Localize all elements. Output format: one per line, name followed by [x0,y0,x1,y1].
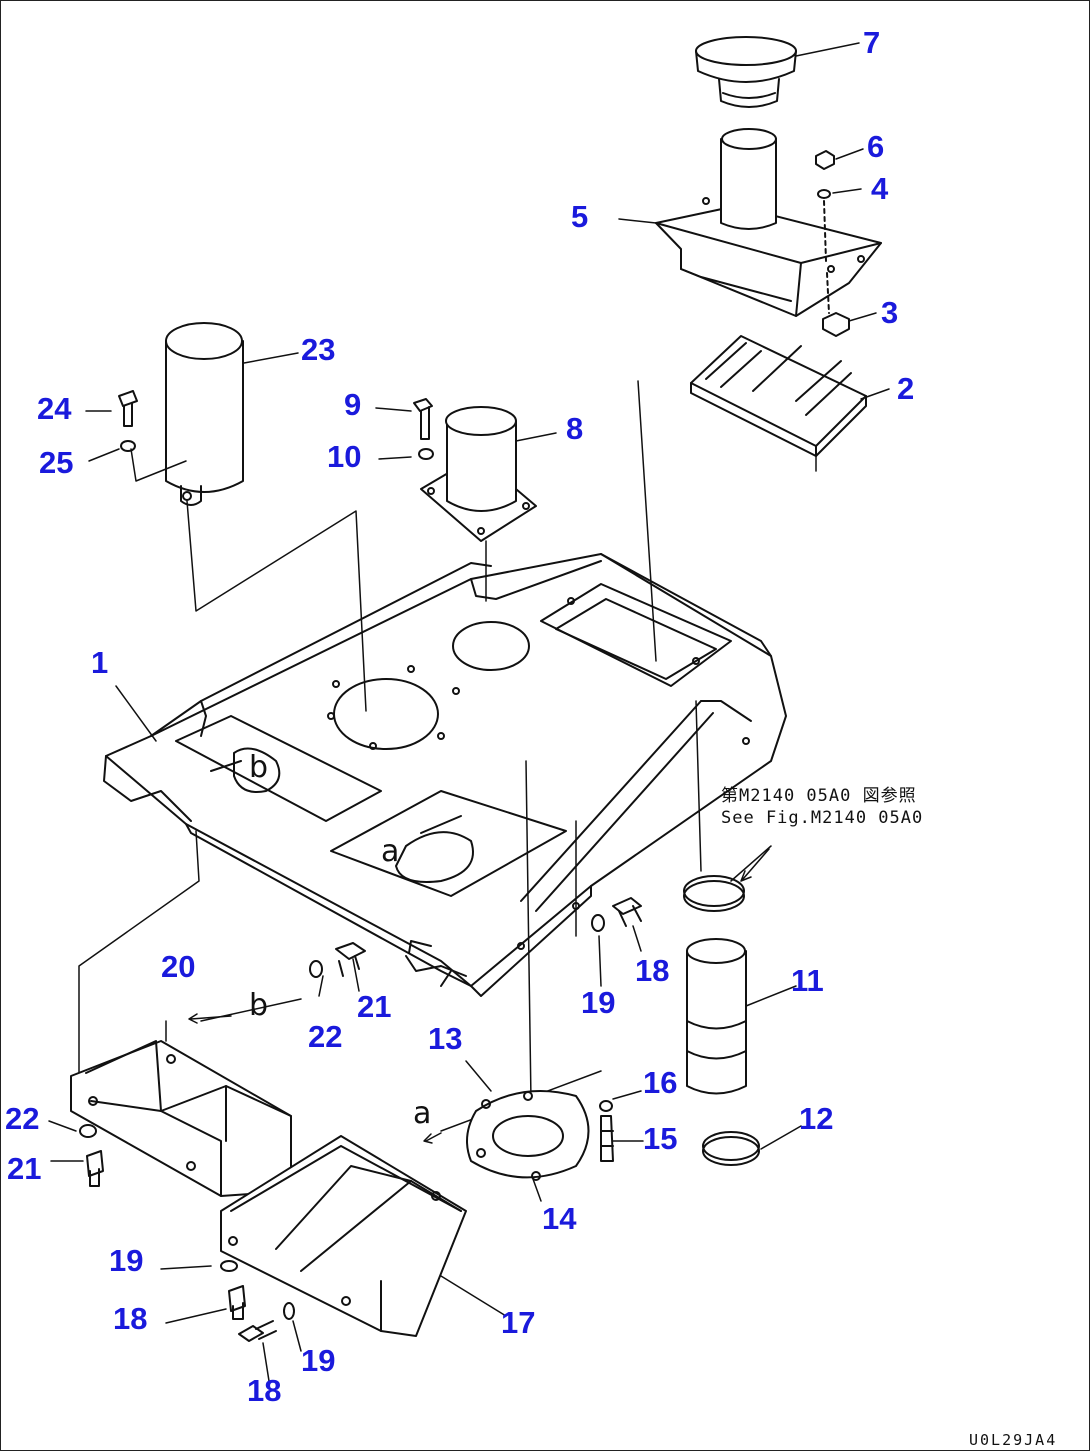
cover-part-17 [220,1135,467,1337]
view-letter-a-detail: a [413,1096,432,1131]
callout-13: 13 [428,1021,463,1056]
callout-3: 3 [881,295,899,330]
leader-4-3 [823,200,830,314]
filter-part-2 [690,335,867,457]
callout-16: 16 [643,1065,678,1100]
drawing-code: U0L29JA4 [969,1431,1058,1449]
callout-25: 25 [39,445,74,480]
pipe-part-23 [165,322,244,506]
callout-11: 11 [791,963,824,998]
callout-21-lower: 21 [7,1151,42,1186]
callout-23: 23 [301,332,336,367]
cover-part-20 [70,1040,292,1197]
callout-19-lower-a: 19 [109,1243,144,1278]
callout-12: 12 [799,1101,834,1136]
callout-15: 15 [643,1121,678,1156]
washer-part-22-lower [79,1124,97,1138]
duct-part-8 [420,406,537,542]
callout-18-upper: 18 [635,953,670,988]
callout-8: 8 [566,411,584,446]
duct-part-5 [655,128,882,317]
view-arrows [188,848,770,1144]
washer-part-10 [418,448,434,460]
clamp-upper [683,875,745,912]
callout-leaders [48,42,890,1382]
frame-part-1 [103,553,787,997]
bolt-part-18-lower-b [238,1320,277,1342]
view-letter-a-frame: a [381,834,400,869]
reference-note-japanese: 第M2140 05A0 図参照 [721,786,917,806]
callout-17: 17 [501,1305,536,1340]
callout-24: 24 [37,391,72,426]
bolt-part-21-lower [86,1150,104,1187]
cap-part-7 [695,36,797,108]
callout-18-lower-a: 18 [113,1301,148,1336]
callout-4: 4 [871,171,889,206]
plate-part-13-14 [466,1090,590,1181]
callout-6: 6 [867,129,885,164]
callout-5: 5 [571,199,589,234]
callout-9: 9 [344,387,362,422]
washer-part-19-lower-a [220,1260,238,1272]
hose-part-11 [686,938,747,1095]
callout-19-lower-b: 19 [301,1343,336,1378]
callout-7: 7 [863,25,881,60]
bolt-part-18-lower-a [228,1285,246,1320]
nut-part-6 [815,150,835,170]
callout-20: 20 [161,949,196,984]
view-letter-b-frame: b [249,750,269,785]
bolt-part-9 [413,398,433,440]
reference-note-english: See Fig.M2140 05A0 [721,808,924,828]
callout-2: 2 [897,371,915,406]
callout-18-lower-b: 18 [247,1373,282,1408]
callout-1: 1 [91,645,109,680]
washer-part-16 [599,1100,613,1112]
callout-10: 10 [327,439,362,474]
bolt-part-21-upper [335,942,366,977]
washer-part-4 [817,189,831,199]
view-letter-b-detail: b [249,988,269,1023]
washer-part-25 [120,440,136,452]
reference-note: 第M2140 05A0 図参照 See Fig.M2140 05A0 [721,785,923,829]
washer-part-22-upper [309,960,323,978]
clamp-part-12 [702,1131,760,1166]
bolt-part-18-upper [612,897,642,927]
callout-19-upper: 19 [581,985,616,1020]
nut-part-3 [822,312,850,337]
callout-22-upper: 22 [308,1019,343,1054]
washer-part-19-upper [591,914,605,932]
bolt-part-15 [600,1115,614,1162]
washer-part-19-lower-b [283,1302,295,1320]
callout-22-lower: 22 [5,1101,40,1136]
callout-21-upper: 21 [357,989,392,1024]
bolt-part-24 [118,390,138,427]
callout-14: 14 [542,1201,577,1236]
